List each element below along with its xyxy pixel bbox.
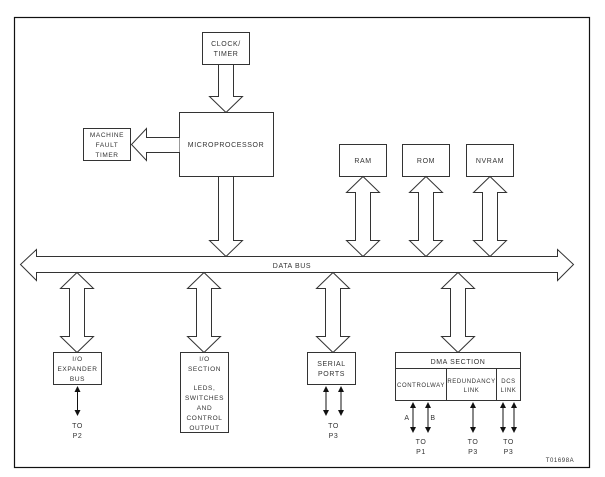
rom-block bbox=[402, 144, 450, 177]
diagram-frame bbox=[13, 16, 591, 469]
controlway-label: CONTROLWAY bbox=[397, 383, 445, 389]
io-section-label-8: OUTPUT bbox=[189, 425, 219, 432]
dcs-dest-2: P3 bbox=[504, 449, 514, 456]
controlway-dest-1: TO bbox=[416, 439, 427, 446]
io-section-label-6: AND bbox=[197, 405, 213, 412]
clock-timer-label-2: TIMER bbox=[214, 51, 239, 58]
redundancy-dest-2: P3 bbox=[468, 449, 478, 456]
microprocessor-label: MICROPROCESSOR bbox=[188, 142, 264, 149]
mft-label-2: FAULT bbox=[96, 142, 119, 149]
rom-bus-arrow bbox=[408, 175, 444, 258]
serial-ports-block bbox=[307, 352, 356, 385]
io-expander-label-3: BUS bbox=[70, 376, 85, 383]
ram-label: RAM bbox=[354, 158, 371, 165]
dma-section-title: DMA SECTION bbox=[431, 359, 486, 366]
bus-dma-arrow bbox=[440, 271, 476, 354]
io-expander-block bbox=[53, 352, 102, 385]
cpu-to-bus-arrow bbox=[208, 176, 244, 258]
io-section-block bbox=[180, 352, 229, 433]
dcs-link-label-1: DCS bbox=[501, 379, 515, 385]
serial-dest-1: TO bbox=[328, 423, 339, 430]
dcs-dest-1: TO bbox=[503, 439, 514, 446]
redundancy-link-label-1: REDUNDANCY bbox=[447, 379, 495, 385]
serial-ports-label-2: PORTS bbox=[318, 371, 345, 378]
redundancy-link-label-2: LINK bbox=[464, 388, 480, 394]
serial-dest-2: P3 bbox=[329, 433, 339, 440]
bus-serial-ports-arrow bbox=[315, 271, 351, 354]
data-bus-arrow bbox=[19, 248, 575, 282]
dma-section-block bbox=[395, 352, 521, 401]
line-b-label: B bbox=[430, 415, 435, 422]
clock-timer-label-1: CLOCK/ bbox=[211, 41, 241, 48]
bus-io-section-arrow bbox=[186, 271, 222, 354]
ram-block bbox=[339, 144, 387, 177]
io-expander-label-2: EXPANDER bbox=[57, 366, 97, 373]
io-expander-dest-1: TO bbox=[72, 423, 83, 430]
serial-ports-label-1: SERIAL bbox=[317, 361, 346, 368]
mft-label-1: MACHINE bbox=[90, 132, 124, 139]
io-section-label-1: I/O bbox=[199, 356, 209, 363]
data-bus-label: DATA BUS bbox=[273, 263, 311, 270]
io-section-label-5: SWITCHES bbox=[185, 395, 224, 402]
clock-timer-block bbox=[202, 32, 250, 65]
rom-label: ROM bbox=[417, 158, 435, 165]
bus-io-expander-arrow bbox=[59, 271, 95, 354]
nvram-label: NVRAM bbox=[476, 158, 504, 165]
controlway-dest-2: P1 bbox=[416, 449, 426, 456]
ram-bus-arrow bbox=[345, 175, 381, 258]
clock-to-cpu-arrow bbox=[208, 64, 244, 114]
io-section-label-4: LEDS, bbox=[194, 385, 216, 392]
figure-id: T01698A bbox=[546, 458, 575, 464]
machine-fault-timer-block bbox=[83, 128, 131, 161]
dcs-link-label-2: LINK bbox=[501, 388, 517, 394]
cpu-to-mft-arrow bbox=[130, 127, 180, 162]
io-section-label-7: CONTROL bbox=[187, 415, 223, 422]
mft-label-3: TIMER bbox=[95, 152, 118, 159]
io-section-label-2: SECTION bbox=[188, 366, 221, 373]
redundancy-dest-1: TO bbox=[468, 439, 479, 446]
io-expander-label-1: I/O bbox=[72, 356, 82, 363]
line-a-label: A bbox=[404, 415, 409, 422]
nvram-bus-arrow bbox=[472, 175, 508, 258]
io-expander-dest-2: P2 bbox=[73, 433, 83, 440]
